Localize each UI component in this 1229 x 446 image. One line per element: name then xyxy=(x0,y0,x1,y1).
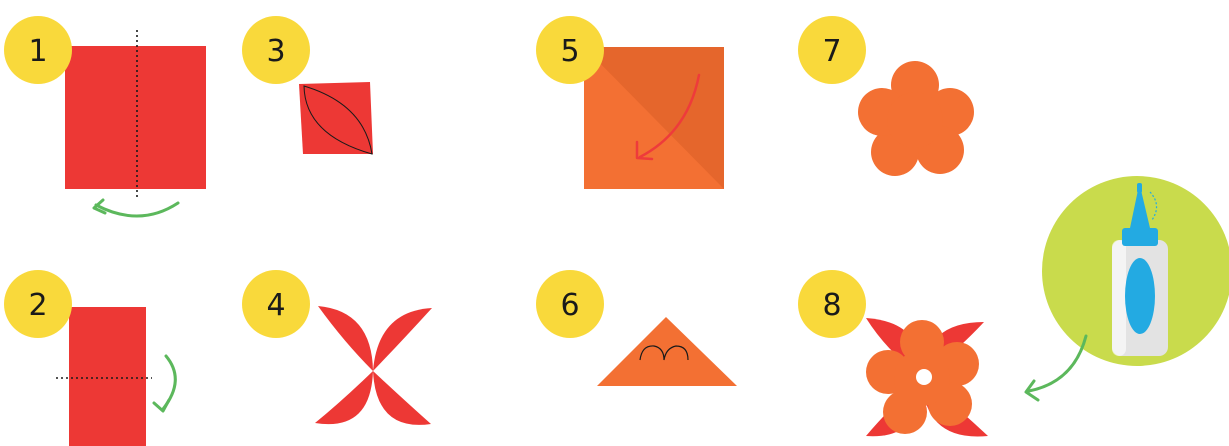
step-number: 8 xyxy=(822,288,841,323)
petal-bottom-right xyxy=(373,371,431,425)
flower-center xyxy=(916,369,932,385)
step-8: 8 xyxy=(798,270,988,437)
step-6: 6 xyxy=(536,270,737,386)
petal-bottom-left xyxy=(315,371,373,424)
red-square-paper xyxy=(65,46,206,189)
step-number: 5 xyxy=(560,34,579,69)
step-4: 4 xyxy=(242,270,432,425)
glue-group xyxy=(1026,176,1229,400)
step-number: 4 xyxy=(266,288,285,323)
step-7: 7 xyxy=(798,16,974,176)
step-1: 1 xyxy=(4,16,206,216)
orange-flower xyxy=(858,57,974,176)
step-number: 3 xyxy=(266,34,285,69)
step-number: 2 xyxy=(28,288,47,323)
step-number: 7 xyxy=(822,34,841,69)
red-folded-square xyxy=(299,82,373,154)
red-rectangle-paper xyxy=(69,307,146,446)
step-number: 6 xyxy=(560,288,579,323)
fold-arrow-left-icon xyxy=(96,203,178,216)
step-2: 2 xyxy=(4,270,175,446)
petal-top-right xyxy=(373,308,432,371)
petal-top-left xyxy=(318,306,373,371)
fold-arrow-down-head xyxy=(154,400,169,411)
step-3: 3 xyxy=(242,16,373,154)
step-number: 1 xyxy=(28,34,47,69)
step-5: 5 xyxy=(536,16,724,189)
